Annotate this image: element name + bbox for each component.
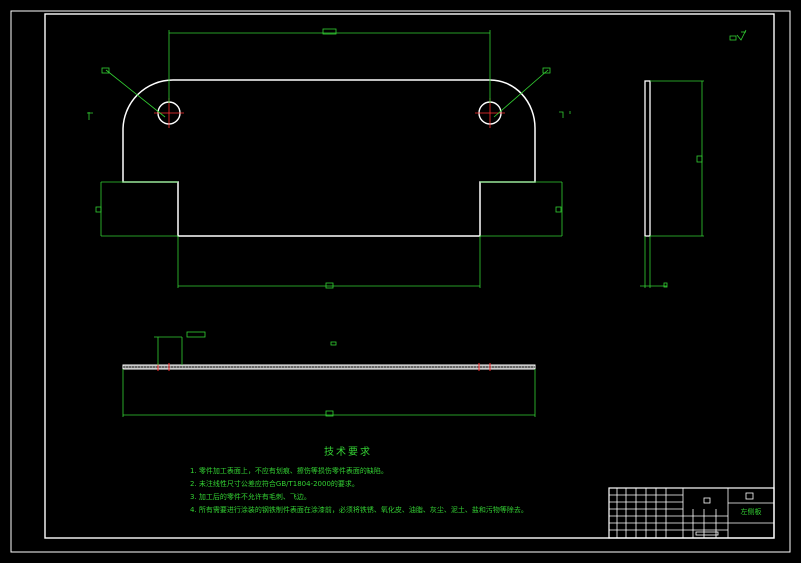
inner-border [44, 13, 775, 539]
side-view-dimensions [640, 80, 704, 288]
section-mark-left [87, 112, 93, 120]
section-mark-right [559, 111, 571, 118]
technical-requirements: 技术要求 1. 零件加工表面上，不应有划痕、擦伤等损伤零件表面的缺陷。 2. 未… [190, 446, 528, 517]
top-view [122, 331, 536, 417]
dim-text-hole-spacing [322, 28, 337, 35]
surface-roughness-symbol [729, 29, 747, 41]
dim-text-left-height [95, 206, 102, 213]
requirement-item-3: 3. 加工后的零件不允许有毛刺、飞边。 [190, 493, 311, 501]
dim-text-top-view [330, 341, 337, 346]
title-block-logo-box [745, 492, 754, 500]
leader-label-right [542, 67, 551, 74]
front-view-dimensions [87, 28, 571, 289]
title-block-part-name: 左侧板 [740, 508, 762, 516]
top-view-dimensions [122, 331, 536, 417]
technical-requirements-title: 技术要求 [324, 447, 372, 458]
dim-text-hole-offset [186, 331, 206, 338]
side-view [640, 80, 704, 288]
outer-border [10, 10, 791, 553]
side-view-outline [644, 80, 651, 237]
dim-text-bottom-width [325, 282, 334, 289]
sheet-border [10, 10, 791, 553]
dim-text-side-height [696, 155, 703, 163]
leader-label-left [101, 67, 110, 74]
requirement-item-4: 4. 所有需要进行涂装的钢铁制件表面在涂漆前，必须将铁锈、氧化皮、油脂、灰尘、泥… [190, 506, 528, 514]
dim-text-overall-length [325, 410, 334, 417]
dim-text-thickness [663, 282, 668, 288]
title-block-scale-box [703, 497, 711, 504]
mounting-holes [154, 98, 505, 128]
title-block-code-box [695, 531, 719, 536]
hole-centerlines [154, 98, 505, 128]
requirement-item-2: 2. 未注线性尺寸公差应符合GB/T1804-2000的要求。 [190, 480, 359, 488]
front-view-outline [122, 79, 536, 237]
requirement-item-1: 1. 零件加工表面上，不应有划痕、擦伤等损伤零件表面的缺陷。 [190, 467, 388, 475]
title-block [608, 487, 775, 539]
dim-text-right-height [555, 206, 562, 213]
